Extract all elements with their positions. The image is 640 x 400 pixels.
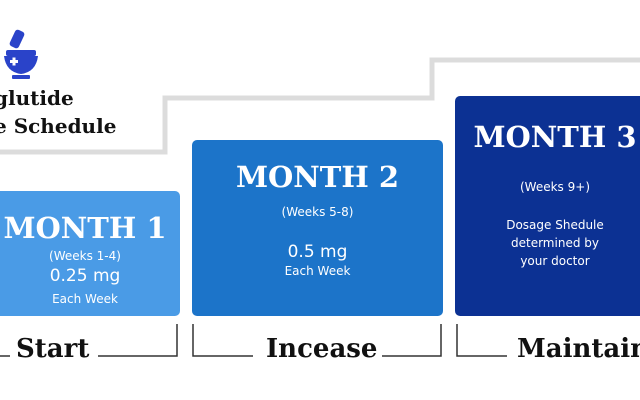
- month-3-heading: MONTH 3: [473, 120, 637, 154]
- month-2-card: MONTH 2 (Weeks 5-8) 0.5 mg Each Week: [192, 140, 443, 316]
- title-line-2: e Schedule: [0, 114, 117, 138]
- month-2-heading: MONTH 2: [235, 160, 400, 194]
- month-2-dose: 0.5 mg: [287, 242, 348, 262]
- stage-label-increase: Incease: [266, 334, 378, 364]
- month-1-card: MONTH 1 (Weeks 1-4) 0.25 mg Each Week: [0, 191, 180, 316]
- staircase-line: [0, 57, 640, 155]
- month-3-note-line-1: Dosage Shedule: [506, 218, 604, 232]
- bracket-start: [0, 324, 178, 357]
- bracket-increase: [192, 324, 442, 357]
- title-line-1: glutide: [0, 86, 74, 110]
- month-2-frequency: Each Week: [284, 264, 351, 278]
- stage-label-start: Start: [16, 334, 90, 364]
- month-3-note-line-3: your doctor: [520, 254, 590, 268]
- month-1-heading: MONTH 1: [3, 211, 167, 245]
- month-3-weeks: (Weeks 9+): [520, 180, 590, 194]
- mortar-and-pestle-icon: [4, 29, 38, 79]
- month-2-weeks: (Weeks 5-8): [281, 205, 354, 219]
- month-1-weeks: (Weeks 1-4): [49, 249, 121, 263]
- stage-label-maintain: Maintain: [517, 334, 640, 364]
- month-1-dose: 0.25 mg: [49, 266, 121, 286]
- bracket-maintain: [456, 324, 507, 357]
- month-1-frequency: Each Week: [52, 292, 118, 306]
- month-3-card: MONTH 3 (Weeks 9+) Dosage Shedule determ…: [455, 96, 640, 316]
- month-3-note-line-2: determined by: [511, 236, 599, 250]
